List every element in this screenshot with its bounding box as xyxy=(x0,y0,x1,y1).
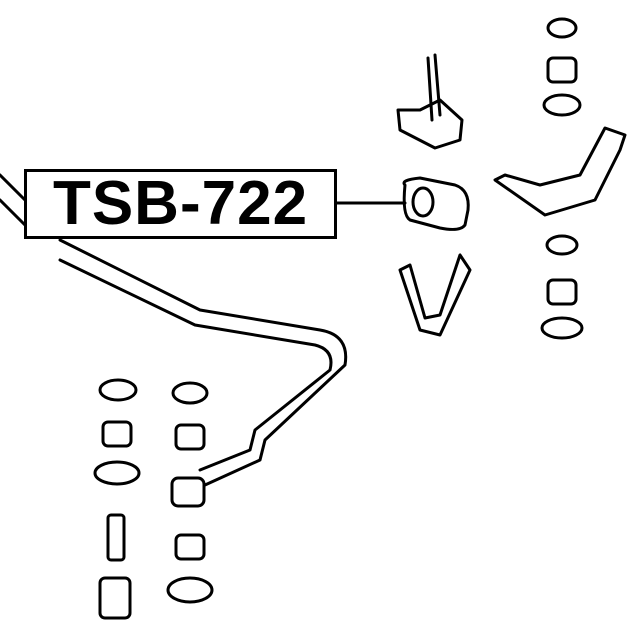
upper-bolt-bracket xyxy=(396,53,464,150)
left-washer-stacks xyxy=(93,378,214,620)
part-number-label: TSB-722 xyxy=(24,169,337,239)
right-washer-stack xyxy=(540,17,584,340)
bushing xyxy=(402,176,470,231)
bushing-bracket xyxy=(398,253,472,337)
link-bracket xyxy=(493,126,627,217)
